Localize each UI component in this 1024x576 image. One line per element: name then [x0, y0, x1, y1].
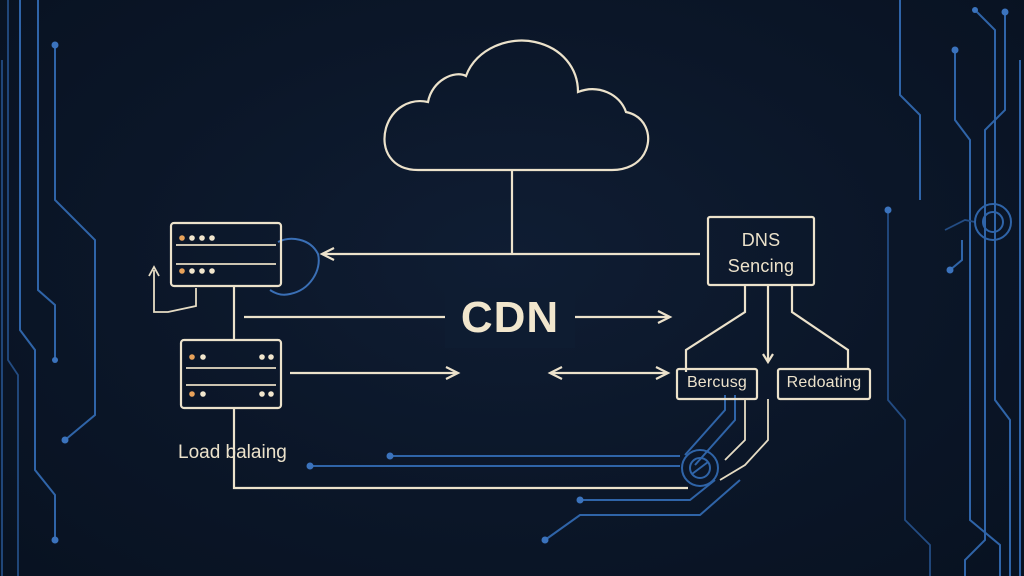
ring-node-icon: [974, 203, 1012, 241]
bercusg-down-line: [724, 399, 746, 461]
circuit-node-icon: [1001, 8, 1009, 16]
ring-node-icon: [269, 237, 320, 296]
circuit-trace-right-2: [954, 50, 1001, 576]
arrow-right-head: [445, 366, 461, 380]
circuit-trace-right-8: [949, 240, 963, 271]
circuit-node-icon: [52, 357, 58, 363]
loop-connector: [153, 270, 197, 313]
server-rack-icon: [169, 221, 283, 288]
redoating-box-frame: [776, 367, 872, 401]
dns-box-label-line2: Sencing: [727, 256, 795, 276]
circuit-trace-right-4: [964, 12, 1006, 576]
circuit-node-icon: [306, 462, 314, 470]
circuit-node-icon: [61, 436, 69, 444]
dns-branch-center-arrow: [762, 353, 774, 365]
circuit-trace-right-1: [899, 0, 921, 200]
circuit-node-icon: [951, 46, 959, 54]
load-balancer-line: [232, 408, 688, 490]
circuit-node-icon: [946, 266, 954, 274]
hub-node-slash: [691, 461, 709, 475]
redoating-box-label: Redoating: [786, 374, 862, 391]
dns-box-frame: [706, 215, 816, 287]
loop-arrow-head: [148, 265, 160, 277]
circuit-trace-right-3: [974, 9, 1011, 576]
circuit-trace-bottom-6: [694, 395, 736, 466]
server-rack-icon: [179, 338, 283, 410]
circuit-node-icon: [51, 536, 59, 544]
circuit-node-icon: [884, 206, 892, 214]
circuit-trace-bottom-4: [544, 479, 741, 541]
circuit-node-icon: [541, 536, 549, 544]
load-balancer-label: Load balaing: [178, 442, 287, 463]
bidirectional-arrow-right-head: [655, 366, 671, 380]
circuit-node-icon: [972, 7, 978, 13]
bidirectional-arrow-left-head: [547, 366, 563, 380]
circuit-trace-left-1: [19, 0, 56, 540]
ring-node-inner: [982, 211, 1004, 233]
circuit-node-icon: [51, 41, 59, 49]
circuit-trace-left-4: [54, 45, 96, 441]
dns-branch-left: [684, 286, 747, 372]
cloud-icon: [383, 39, 650, 172]
circuit-node-icon: [386, 452, 394, 460]
circuit-trace-right-7: [944, 219, 976, 231]
circuit-trace-right-5: [887, 210, 931, 576]
circuit-trace-bottom-3: [580, 479, 716, 501]
hub-node-icon: [681, 449, 719, 487]
dns-box-label-line1: DNS: [741, 230, 781, 250]
arrow-left-head: [319, 247, 335, 261]
cdn-arrow-right-head: [657, 310, 673, 324]
redoating-down-line: [719, 399, 769, 481]
bercusg-box-frame: [675, 367, 759, 401]
dns-branch-right: [790, 286, 850, 368]
circuit-trace-left-3: [7, 0, 19, 576]
circuit-trace-left-2: [37, 0, 56, 360]
hub-node-inner: [689, 457, 711, 479]
circuit-node-icon: [576, 496, 584, 504]
cdn-title: CDN: [445, 288, 575, 348]
bercusg-box-label: Bercusg: [686, 374, 748, 391]
